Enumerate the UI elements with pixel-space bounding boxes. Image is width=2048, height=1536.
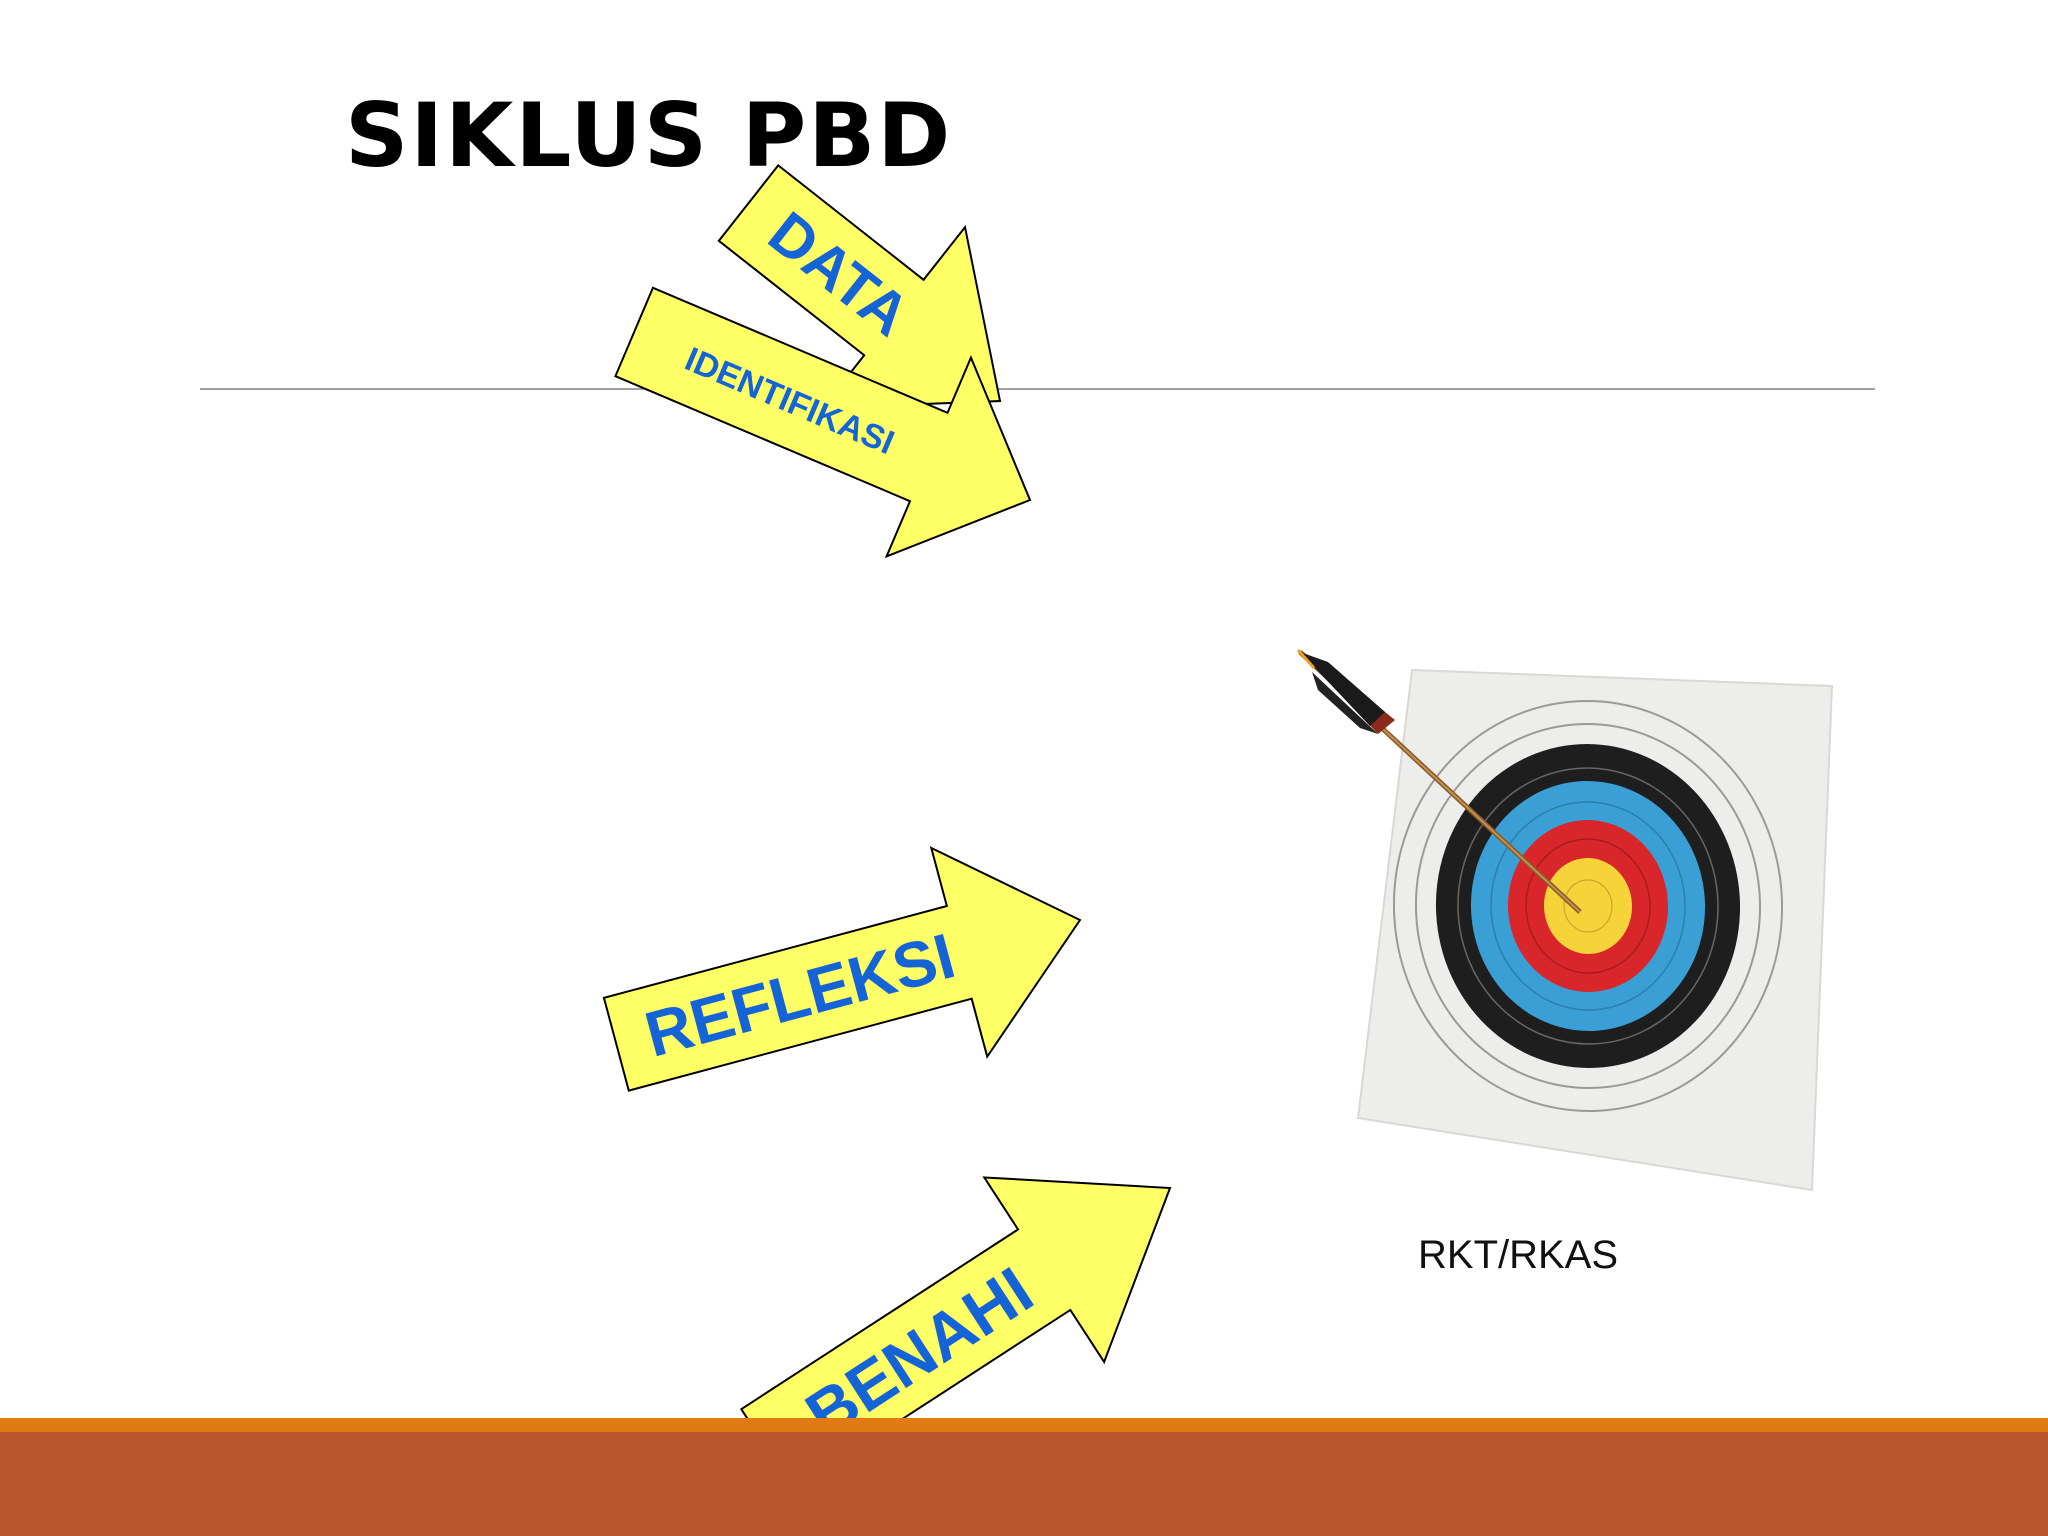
target-caption: RKT/RKAS xyxy=(1418,1233,1619,1277)
arrow-refleksi: REFLEKSI xyxy=(602,846,1082,1092)
footer-accent-bar xyxy=(0,1418,2048,1432)
footer-bar xyxy=(0,1432,2048,1536)
title-divider xyxy=(200,388,1875,390)
archery-target-with-arrow-icon xyxy=(1296,649,1834,1192)
arrow-label-refleksi: REFLEKSI xyxy=(638,919,962,1070)
slide-title: SIKLUS PBD xyxy=(345,84,953,187)
